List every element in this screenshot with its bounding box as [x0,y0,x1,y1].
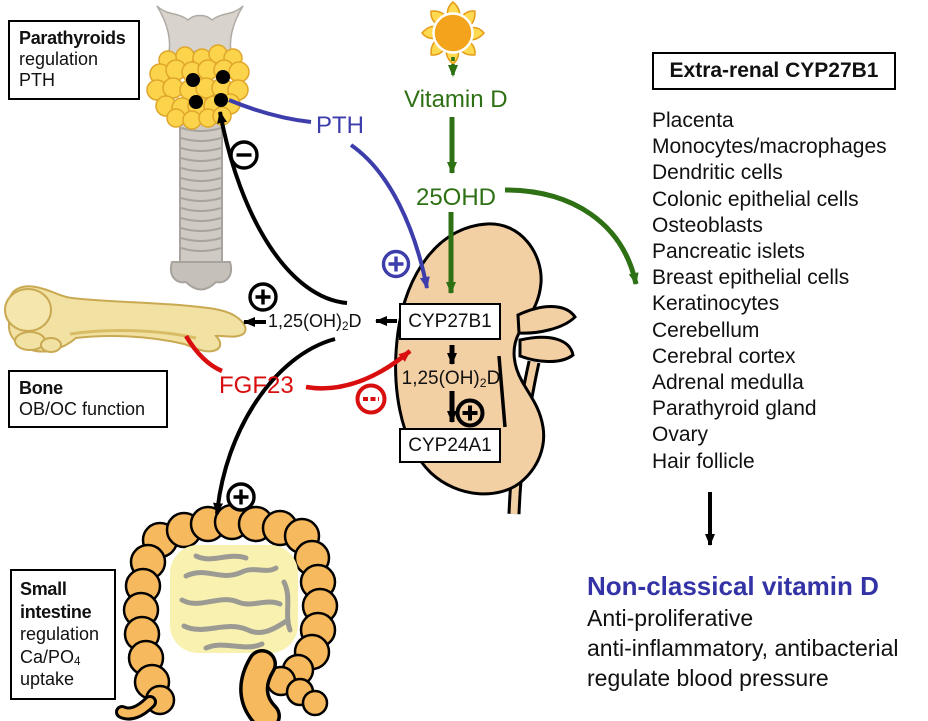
plus-circle-cyp24a1-icon [455,398,485,428]
25ohd-label: 25OHD [415,184,497,211]
fgf23-label: FGF23 [219,372,294,399]
extra-renal-item: Ovary [652,423,709,447]
kidney-illustration [394,222,577,515]
pth-curve-a [228,98,312,124]
dihydroxy-sub: 2 [479,376,487,391]
extra-renal-item: Parathyroid gland [652,397,817,421]
minus-circle-parathyroid-icon [229,140,259,170]
dihydroxy-to-intestine-curve [213,337,336,515]
small-intestine-box-title: Small [20,579,67,599]
bone-to-fgf23-curve [184,334,223,374]
parathyroids-box-line: PTH [19,70,55,91]
intestine-illustration [115,503,339,721]
small-intestine-box-title: intestine [20,601,92,622]
cyp24a1-node-label: CYP24A1 [408,434,492,456]
ca-po-sub: 4 [74,655,81,669]
extra-renal-item: Cerebellum [652,318,760,342]
vitamin-d-label: Vitamin D [404,86,508,113]
parathyroids-box: Parathyroids regulation PTH [8,20,140,100]
extra-renal-item: Hair follicle [652,449,755,473]
dihydroxy-to-parathyroid-curve [217,111,348,305]
fgf23-to-cyp27b1-curve [305,349,412,391]
dihydroxy-sub: 2 [342,319,349,333]
dihydroxy-post: D [486,368,501,389]
cyp24a1-node: CYP24A1 [399,428,501,463]
minus-circle-fgf23-icon [355,383,387,415]
cyp27b1-node: CYP27B1 [399,303,501,340]
25ohd-to-extrarenal-arrow [504,187,639,285]
extra-renal-item: Keratinocytes [652,292,780,316]
extra-renal-list: Placenta Monocytes/macrophages Dendritic… [652,108,887,475]
small-intestine-box-line: Ca/PO4 [20,646,106,669]
small-intestine-box-line: uptake [20,669,75,689]
sun-icon [421,1,485,65]
bone-box: Bone OB/OC function [8,370,168,429]
pth-label: PTH [316,112,364,139]
dihydroxy-kidney-label: 1,25(OH)2D [400,368,502,390]
thyroid-parathyroid-illustration [146,5,250,291]
extra-renal-item: Colonic epithelial cells [652,187,859,211]
extra-renal-title-box: Extra-renal CYP27B1 [652,52,896,90]
pth-curve-b [349,143,430,289]
dihydroxy-pre: 1,25(OH) [401,368,480,389]
extra-renal-item: Monocytes/macrophages [652,135,887,159]
cyp27b1-node-label: CYP27B1 [408,310,492,332]
extra-renal-item: Adrenal medulla [652,371,804,395]
plus-circle-intestine-icon [226,482,256,512]
small-intestine-box: Small intestine regulation Ca/PO4 uptake [10,569,116,700]
extra-renal-item: Pancreatic islets [652,240,805,264]
small-intestine-box-line: regulation [20,624,100,644]
extra-renal-item: Cerebral cortex [652,344,796,368]
bone-box-line: OB/OC function [19,399,146,420]
bone-illustration [4,285,247,353]
parathyroid-glands [146,44,250,130]
non-classical-line: regulate blood pressure [587,665,829,691]
extra-renal-item: Breast epithelial cells [652,266,850,290]
extra-renal-item: Placenta [652,109,734,132]
non-classical-lines: Anti-proliferative anti-inflammatory, an… [587,603,898,693]
plus-circle-pth-icon [381,249,411,279]
ca-po-pre: Ca/PO [20,646,75,667]
extra-renal-item: Osteoblasts [652,213,763,237]
bone-box-title: Bone [19,378,63,398]
extra-renal-item: Dendritic cells [652,161,783,185]
parathyroids-box-title: Parathyroids [19,28,126,48]
non-classical-title: Non-classical vitamin D [587,571,879,601]
dihydroxy-pre: 1,25(OH) [268,311,343,331]
sign-badges [226,140,485,512]
extra-renal-title: Extra-renal CYP27B1 [669,59,879,82]
non-classical-line: Anti-proliferative [587,605,754,631]
dihydroxy-left-label: 1,25(OH)2D [268,311,362,333]
dihydroxy-post: D [348,311,362,331]
plus-circle-bone-icon [248,282,278,312]
non-classical-line: anti-inflammatory, antibacterial [587,635,899,661]
parathyroids-box-line: regulation [19,49,99,70]
pathway-arrows [184,57,715,546]
